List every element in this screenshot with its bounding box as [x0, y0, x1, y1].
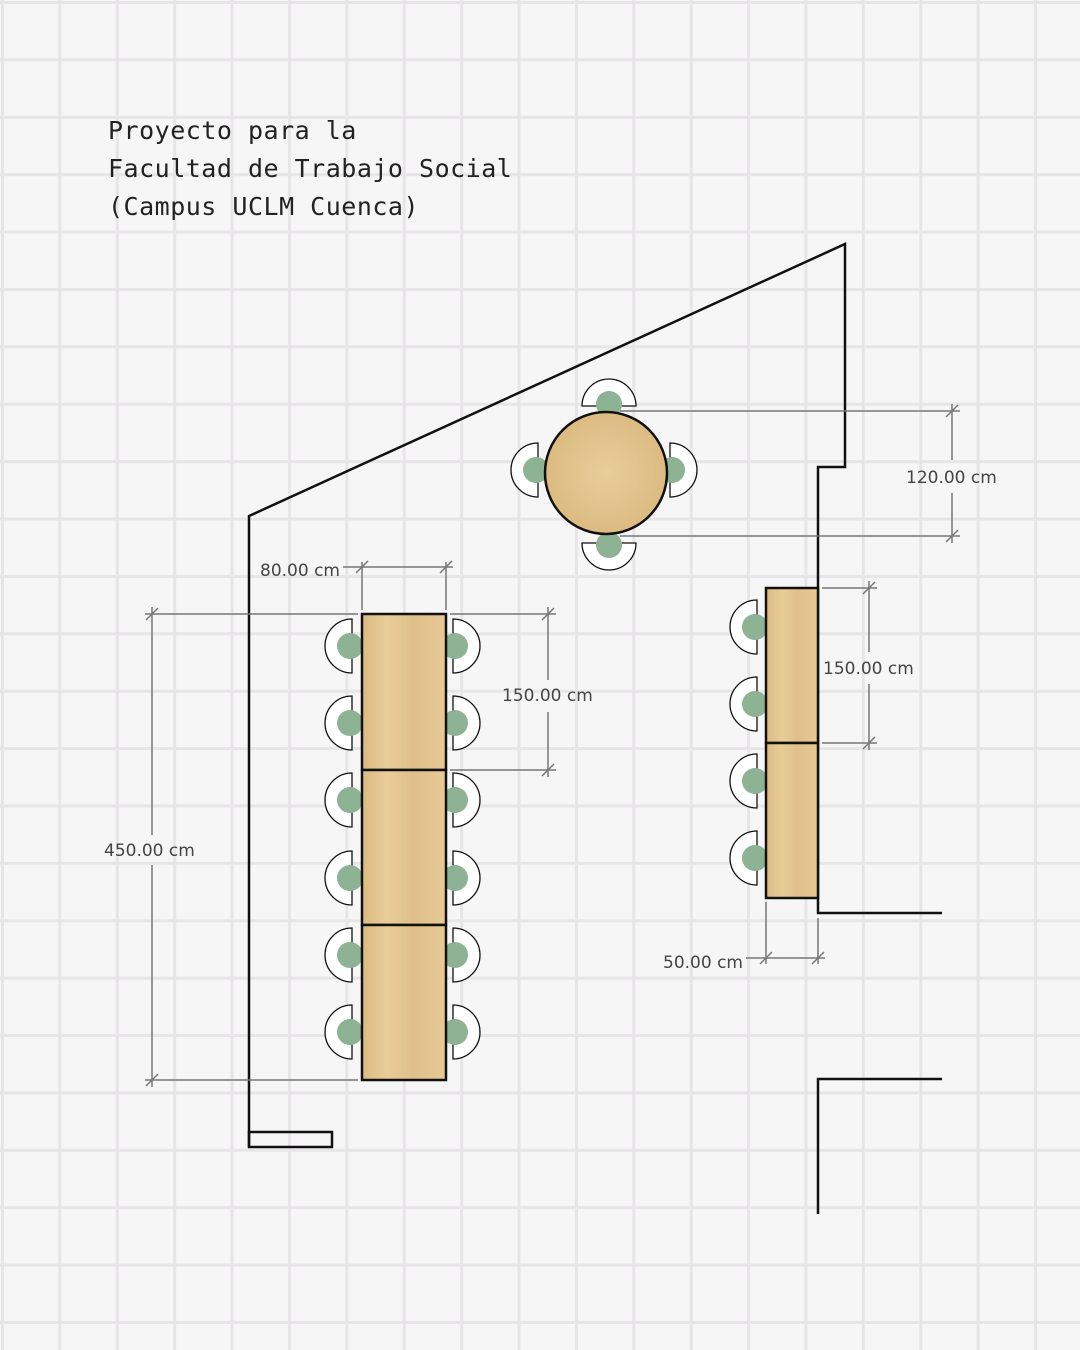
dimension-tick — [145, 1073, 159, 1087]
chair — [581, 378, 637, 417]
round-table — [543, 410, 669, 536]
chair — [442, 927, 481, 983]
dimension-tick — [145, 607, 159, 621]
table-module-2 — [360, 768, 448, 927]
narrow-module-2 — [764, 741, 820, 900]
chair-seat — [742, 614, 768, 640]
chairs — [324, 378, 768, 1060]
dim-label-module-left: 150.00 cm — [502, 686, 593, 706]
chair — [442, 772, 481, 828]
chair — [324, 1004, 363, 1060]
chair — [324, 927, 363, 983]
chair — [729, 599, 768, 655]
title-line-3: (Campus UCLM Cuenca) — [108, 192, 420, 221]
chair-seat — [742, 845, 768, 871]
long-table — [360, 612, 448, 1082]
table-module-1 — [360, 612, 448, 772]
chair-seat — [596, 391, 622, 417]
chair-seat — [596, 532, 622, 558]
walls — [247, 242, 942, 1214]
dim-label-table-width: 80.00 cm — [260, 561, 340, 581]
chair — [324, 618, 363, 674]
chair-seat — [337, 633, 363, 659]
chair-seat — [337, 1019, 363, 1045]
chair — [324, 850, 363, 906]
chair-seat — [442, 710, 468, 736]
dim-label-narrow-width: 50.00 cm — [663, 953, 743, 973]
chair-seat — [337, 710, 363, 736]
chair-seat — [442, 633, 468, 659]
chair-seat — [337, 787, 363, 813]
chair — [442, 618, 481, 674]
chair — [442, 850, 481, 906]
chair — [729, 676, 768, 732]
main-wall — [247, 242, 942, 1147]
dimension-tick — [759, 951, 773, 965]
chair-seat — [742, 768, 768, 794]
dimension-tick — [862, 581, 876, 595]
dimension-tick — [862, 736, 876, 750]
narrow-table — [764, 586, 820, 900]
dim-label-total-length: 450.00 cm — [104, 841, 195, 861]
lower-wall — [816, 1077, 942, 1214]
chair-seat — [442, 865, 468, 891]
chair-seat — [742, 691, 768, 717]
dimension-tick — [541, 763, 555, 777]
project-title: Proyecto para la Facultad de Trabajo Soc… — [108, 112, 512, 226]
chair-seat — [337, 942, 363, 968]
chair-seat — [442, 787, 468, 813]
table-module-3 — [360, 923, 448, 1082]
dimension-tick — [355, 560, 369, 574]
chair — [324, 695, 363, 751]
chair — [324, 772, 363, 828]
dimension-tick — [945, 529, 959, 543]
chair — [510, 442, 549, 498]
chair — [729, 753, 768, 809]
title-line-1: Proyecto para la — [108, 116, 357, 145]
wall-stub — [247, 1130, 334, 1149]
dimension-tick — [439, 560, 453, 574]
dim-label-module-right: 150.00 cm — [823, 659, 914, 679]
chair-seat — [337, 865, 363, 891]
chair-seat — [523, 457, 549, 483]
chair — [729, 830, 768, 886]
chair-seat — [442, 942, 468, 968]
dimensions — [145, 404, 960, 1087]
dimension-tick — [945, 404, 959, 418]
narrow-module-1 — [764, 586, 820, 745]
chair-seat — [442, 1019, 468, 1045]
dimension-tick — [541, 607, 555, 621]
chair — [442, 695, 481, 751]
chair — [581, 532, 637, 571]
title-line-2: Facultad de Trabajo Social — [108, 154, 513, 183]
chair — [442, 1004, 481, 1060]
dimension-tick — [811, 951, 825, 965]
dim-label-round-diameter: 120.00 cm — [906, 468, 997, 488]
